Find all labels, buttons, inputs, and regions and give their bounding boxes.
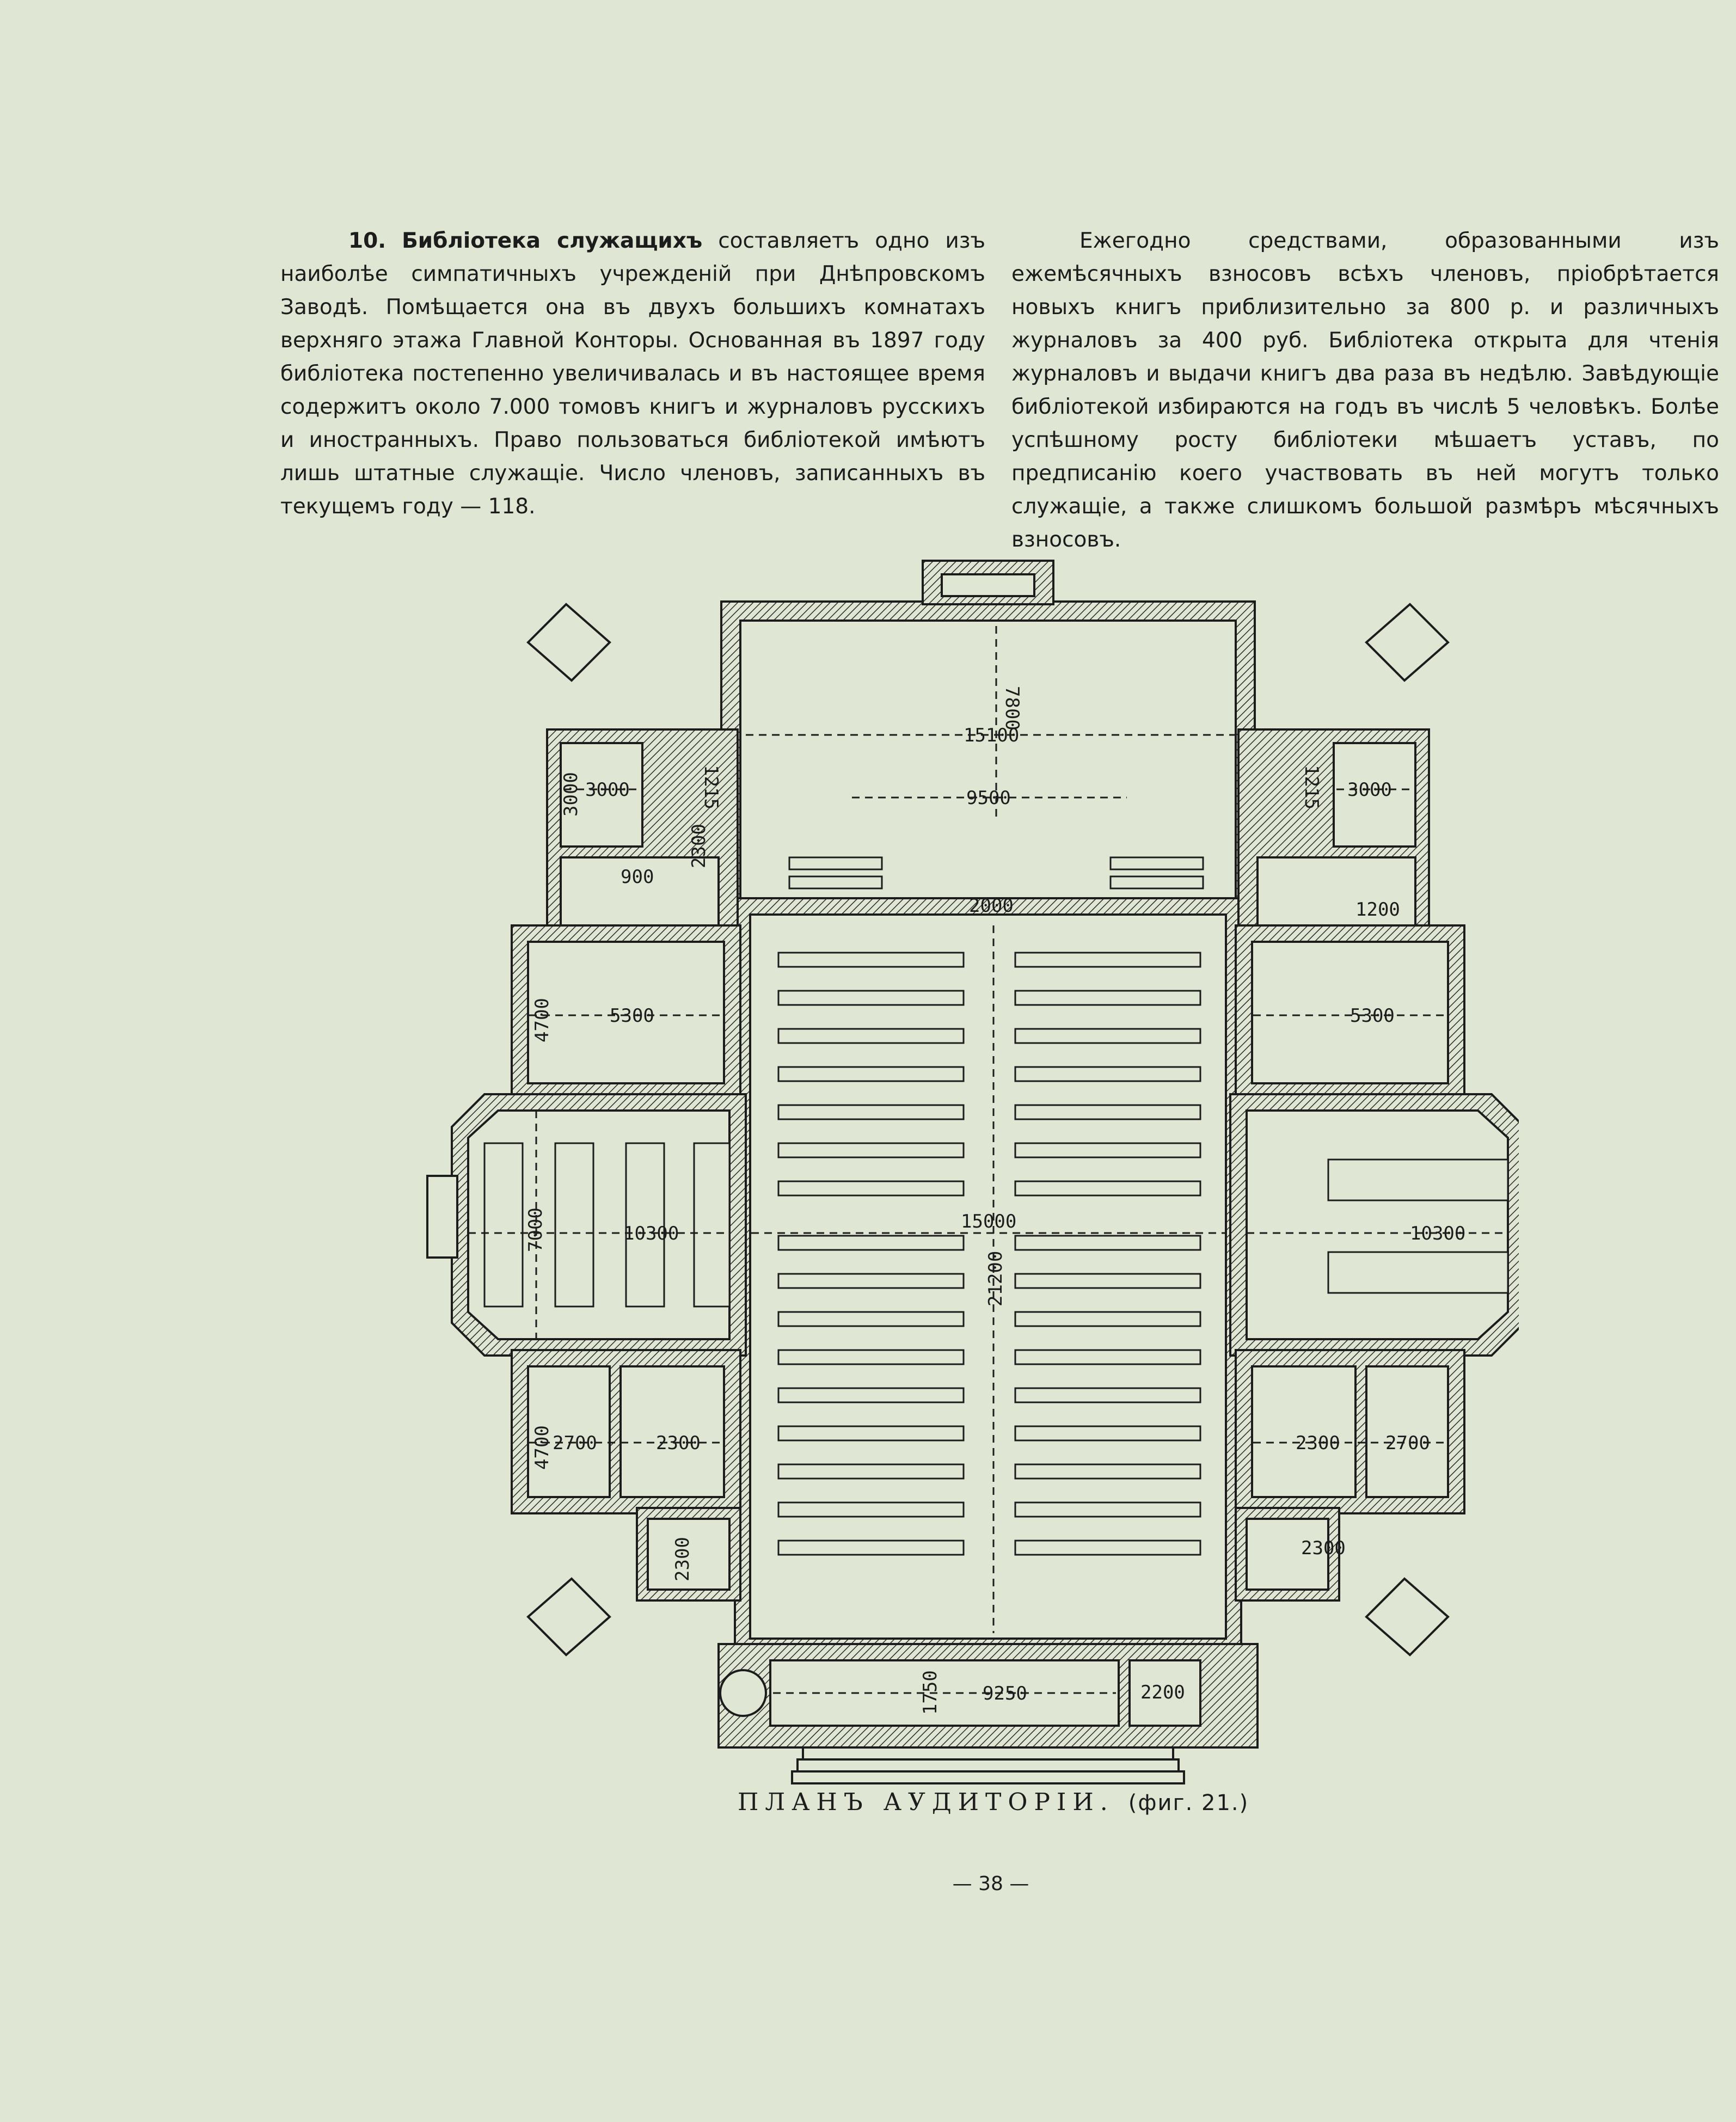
text-column-left: 10. Библiотека служащихъ составляетъ одн… [280,224,985,523]
page-number: — 38 — [952,1873,1029,1895]
dim-hall-length: 21200 [985,1251,1007,1307]
dim-lobby-d: 1750 [919,1670,941,1715]
seating-rows [483,856,1509,1556]
dim-lr-room-w2: 2300 [1296,1432,1340,1454]
dimension-lines [468,626,1508,1694]
dim-lr-small: 2200 [1140,1682,1185,1703]
dim-ul-room-w: 3000 [585,779,630,801]
dim-l-room-h: 4700 [531,998,553,1042]
dim-hall-width: 15000 [961,1211,1016,1232]
figure-caption: ПЛАНЪ АУДИТОРIИ. (фиг. 21.) [738,1788,1282,1816]
article-paragraph-right: Ежегодно средствами, образованными изъ е… [1011,229,1719,552]
dim-lobby-w: 9250 [983,1683,1027,1704]
dim-r-room-w: 5300 [1350,1005,1395,1027]
article-number: 10. [348,229,387,253]
caption-figure-number: (фиг. 21.) [1128,1790,1249,1816]
article-text-left: составляетъ одно изъ наиболѣе симпатичны… [280,229,985,519]
dim-stage-depth: 7800 [1001,686,1023,731]
dim-ul-wc2: 2300 [688,824,710,868]
article-paragraph-left: 10. Библiотека служащихъ составляетъ одн… [280,224,985,523]
dim-ll-corr: 2300 [672,1537,694,1581]
corner-stairs [526,603,1450,1657]
dim-wing-right-width: 10300 [1410,1223,1465,1244]
dimension-labels: 7800 15100 9500 2000 21200 15000 10300 7… [525,686,1465,1715]
dim-stage-width: 15100 [964,725,1019,746]
dim-stage-inner: 9500 [966,787,1011,809]
dim-ur-corr: 1215 [1301,765,1322,809]
dim-ur-room-w: 3000 [1347,779,1392,801]
dim-ul-room-h: 3000 [560,772,582,817]
text-column-right: Ежегодно средствами, образованными изъ е… [1011,224,1719,556]
dim-ll-room-w2: 2300 [656,1432,701,1454]
dim-lr-room-w: 2700 [1385,1432,1430,1454]
caption-title: ПЛАНЪ АУДИТОРIИ. [738,1788,1114,1816]
dim-ul-wc: 900 [621,866,654,888]
dim-ll-room-h: 4700 [531,1425,553,1470]
dim-wing-left-height: 7000 [525,1207,547,1252]
dim-ll-room-w: 2700 [553,1432,597,1454]
dim-ul-corr: 1215 [700,765,722,809]
auditorium-floor-plan: 7800 15100 9500 2000 21200 15000 10300 7… [426,560,1519,1784]
dim-ur-small: 1200 [1355,899,1400,921]
dim-aisle: 2000 [969,895,1014,917]
article-title: Библiотека служащихъ [402,229,703,253]
dim-lr-corr: 2300 [1301,1537,1346,1559]
dim-l-room-w: 5300 [610,1005,654,1027]
dim-wing-left-width: 10300 [623,1223,679,1244]
